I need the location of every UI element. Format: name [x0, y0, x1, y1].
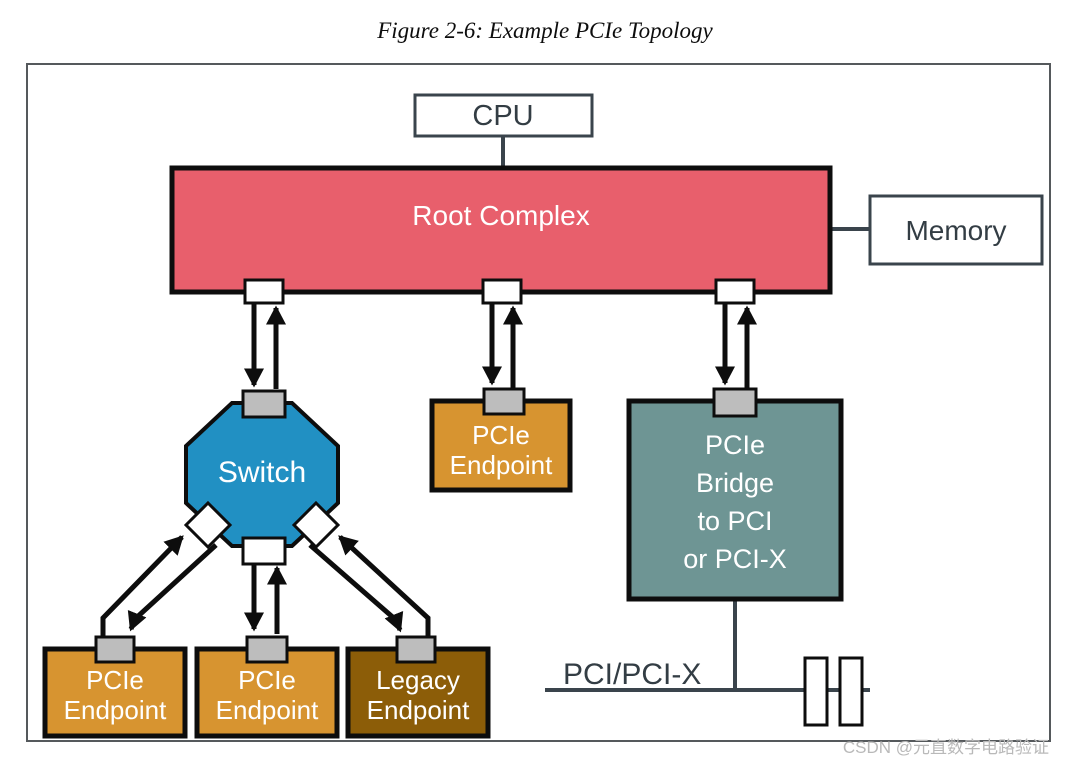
rc-port-right	[714, 278, 756, 305]
watermark: CSDN @元直数字电路验证	[843, 738, 1049, 757]
memory-box	[868, 194, 1044, 266]
pci-slot-2	[838, 656, 864, 727]
figure-title: Figure 2-6: Example PCIe Topology	[376, 18, 713, 43]
switch-upstream-port	[241, 389, 287, 419]
switch-octagon	[184, 401, 340, 548]
bridge-port	[712, 387, 758, 418]
endpoint-center-port	[245, 635, 289, 664]
endpoint-left-port	[94, 635, 136, 664]
pcie-bridge-box	[626, 398, 844, 602]
diagram-frame	[26, 63, 1051, 742]
pcie-endpoint-mid-label-1: PCIe	[472, 420, 530, 450]
legacy-endpoint-label-1: Legacy	[376, 665, 460, 695]
pcie-endpoint-left-label-2: Endpoint	[64, 695, 167, 725]
root-complex-label: Root Complex	[412, 200, 589, 231]
pci-bus-label: PCI/PCI-X	[563, 658, 701, 691]
switch-downstream-port	[241, 536, 287, 566]
pcie-endpoint-center-label-2: Endpoint	[216, 695, 319, 725]
arrow-switch-ep1-up	[100, 535, 184, 637]
pcie-endpoint-mid-label-2: Endpoint	[450, 450, 553, 480]
pcie-endpoint-center-label-1: PCIe	[238, 665, 296, 695]
legacy-endpoint-port	[395, 635, 437, 664]
cpu-box	[413, 93, 594, 138]
pcie-bridge-label-1: PCIe	[705, 430, 765, 460]
arrow-switch-ep1-down	[127, 543, 218, 632]
endpoint-mid-port	[482, 387, 526, 416]
pcie-bridge-label-3: to PCI	[697, 506, 772, 536]
rc-port-mid	[481, 278, 523, 305]
switch-diamond-port-left	[183, 500, 233, 550]
pci-slot-1	[803, 656, 829, 727]
arrow-switch-ep3-down	[308, 543, 404, 633]
pcie-bridge-label-4: or PCI-X	[683, 544, 787, 574]
pcie-bridge-label-2: Bridge	[696, 468, 774, 498]
switch-diamond-port-right	[291, 500, 341, 550]
switch-label: Switch	[218, 456, 306, 489]
legacy-endpoint-label-2: Endpoint	[367, 695, 470, 725]
memory-label: Memory	[905, 215, 1006, 246]
rc-port-left	[243, 278, 285, 305]
cpu-label: CPU	[472, 100, 533, 132]
pcie-endpoint-left-label-1: PCIe	[86, 665, 144, 695]
arrow-switch-ep3-up	[338, 535, 431, 637]
